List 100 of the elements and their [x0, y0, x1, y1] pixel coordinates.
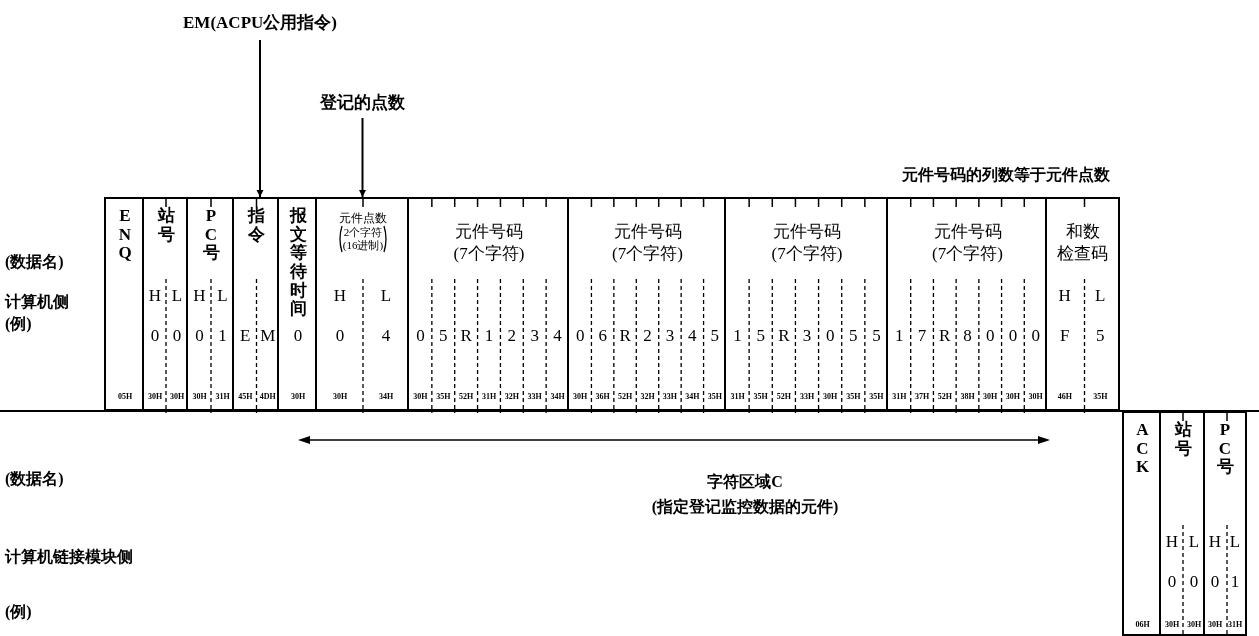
hex-code: 38H	[960, 393, 975, 401]
character-value: 4	[381, 326, 391, 344]
frame-field	[232, 197, 279, 411]
annotation-text: 登记的点数	[305, 90, 420, 116]
hex-code: 30H	[823, 393, 838, 401]
hex-code: 30H	[169, 393, 185, 401]
hex-code: 35H	[436, 393, 451, 401]
character-value: 5	[756, 326, 765, 344]
frame-field	[142, 197, 188, 411]
character-value: 3	[530, 326, 539, 344]
hex-code: 33H	[662, 393, 678, 401]
hex-code: 52H	[776, 393, 791, 401]
byte-position: L	[171, 286, 183, 304]
byte-position: H	[148, 286, 162, 304]
field-name: ENQ	[117, 207, 133, 264]
frame-field	[104, 197, 144, 411]
character-value: 1	[218, 326, 227, 344]
hex-code: 37H	[914, 393, 930, 401]
field-name: 元件号码	[773, 221, 841, 243]
hex-code: 45H	[238, 393, 253, 401]
character-value: 0	[416, 326, 425, 344]
character-value: 0	[575, 326, 585, 344]
character-value: 3	[665, 326, 675, 344]
hex-code: 30H	[1186, 621, 1202, 629]
character-value: 2	[643, 326, 652, 344]
hex-code: 30H	[1028, 393, 1043, 401]
character-value: 0	[293, 326, 303, 344]
hex-code: 31H	[730, 393, 745, 401]
character-value: 5	[872, 326, 881, 344]
frame-field	[1045, 197, 1120, 411]
hex-code: 30H	[332, 393, 348, 401]
field-name: 元件号码	[933, 221, 1002, 243]
character-value: F	[1060, 326, 1070, 344]
frame-field	[407, 197, 569, 411]
arrow	[256, 39, 264, 198]
hex-code: 30H	[1164, 621, 1180, 629]
frame-field	[186, 197, 234, 411]
frame-field	[1203, 411, 1247, 636]
character-value: R	[619, 326, 631, 344]
frame-field	[1159, 411, 1205, 636]
character-value: 0	[1210, 572, 1220, 590]
hex-code: 30H	[290, 393, 306, 401]
character-value: 7	[917, 326, 927, 344]
field-name: 和数	[1065, 221, 1100, 243]
row-label: (数据名)	[5, 252, 65, 273]
byte-position: H	[1208, 532, 1222, 550]
byte-position: L	[217, 286, 228, 304]
character-value: 5	[1096, 326, 1105, 344]
frame-field	[277, 197, 317, 411]
frame-field	[886, 197, 1047, 411]
field-name: 元件号码	[455, 221, 523, 243]
byte-position: H	[1165, 532, 1179, 550]
annotation-text: EM(ACPU公用指令)	[160, 10, 360, 36]
hex-code: 35H	[1093, 393, 1108, 401]
character-value: 0	[172, 326, 182, 344]
character-value: 0	[335, 326, 345, 344]
hex-code: 35H	[707, 393, 722, 401]
character-value: 1	[1230, 572, 1240, 590]
field-note: (7个字符)	[453, 243, 525, 266]
character-value: 0	[1008, 326, 1018, 344]
character-value: 0	[195, 326, 204, 344]
character-value: 5	[849, 326, 858, 344]
row-label: (例)	[5, 314, 33, 335]
byte-position: H	[1058, 286, 1071, 304]
field-name: 站号	[1174, 421, 1192, 459]
hex-code: 32H	[504, 393, 519, 401]
hex-code: 30H	[1005, 393, 1021, 401]
character-value: 3	[802, 326, 812, 344]
character-value: M	[260, 326, 276, 344]
hex-code: 31H	[1227, 621, 1243, 629]
hex-code: 52H	[617, 393, 633, 401]
character-value: 8	[963, 326, 972, 344]
byte-position: L	[380, 286, 392, 304]
hex-code: 05H	[117, 393, 133, 401]
hex-code: 52H	[937, 393, 952, 401]
byte-position: L	[1188, 532, 1200, 550]
character-value: R	[778, 326, 790, 344]
row-label: (数据名)	[5, 469, 65, 490]
hex-code: 35H	[846, 393, 861, 401]
character-value: R	[939, 326, 951, 344]
character-value: 1	[895, 326, 904, 344]
byte-position: H	[193, 286, 206, 304]
frame-field	[315, 197, 409, 411]
hex-code: 30H	[573, 393, 588, 401]
field-name: 元件点数	[339, 211, 387, 226]
field-name: ACK	[1134, 421, 1151, 478]
hex-code: 35H	[753, 393, 768, 401]
character-value: 0	[825, 326, 835, 344]
frame-field	[1122, 411, 1161, 636]
row-label: (例)	[5, 602, 33, 623]
frame-field	[724, 197, 888, 411]
row-label: 计算机链接模块侧	[5, 547, 134, 567]
field-note: (7个字符)	[932, 243, 1003, 266]
hex-code: 33H	[799, 393, 815, 401]
field-name: 元件号码	[613, 221, 682, 243]
row-label: 字符区域C	[706, 472, 784, 492]
field-note: (16进制)	[342, 239, 384, 253]
field-name: PC号	[202, 207, 220, 264]
row-label: 计算机侧	[5, 292, 70, 312]
character-value: 0	[985, 326, 995, 344]
